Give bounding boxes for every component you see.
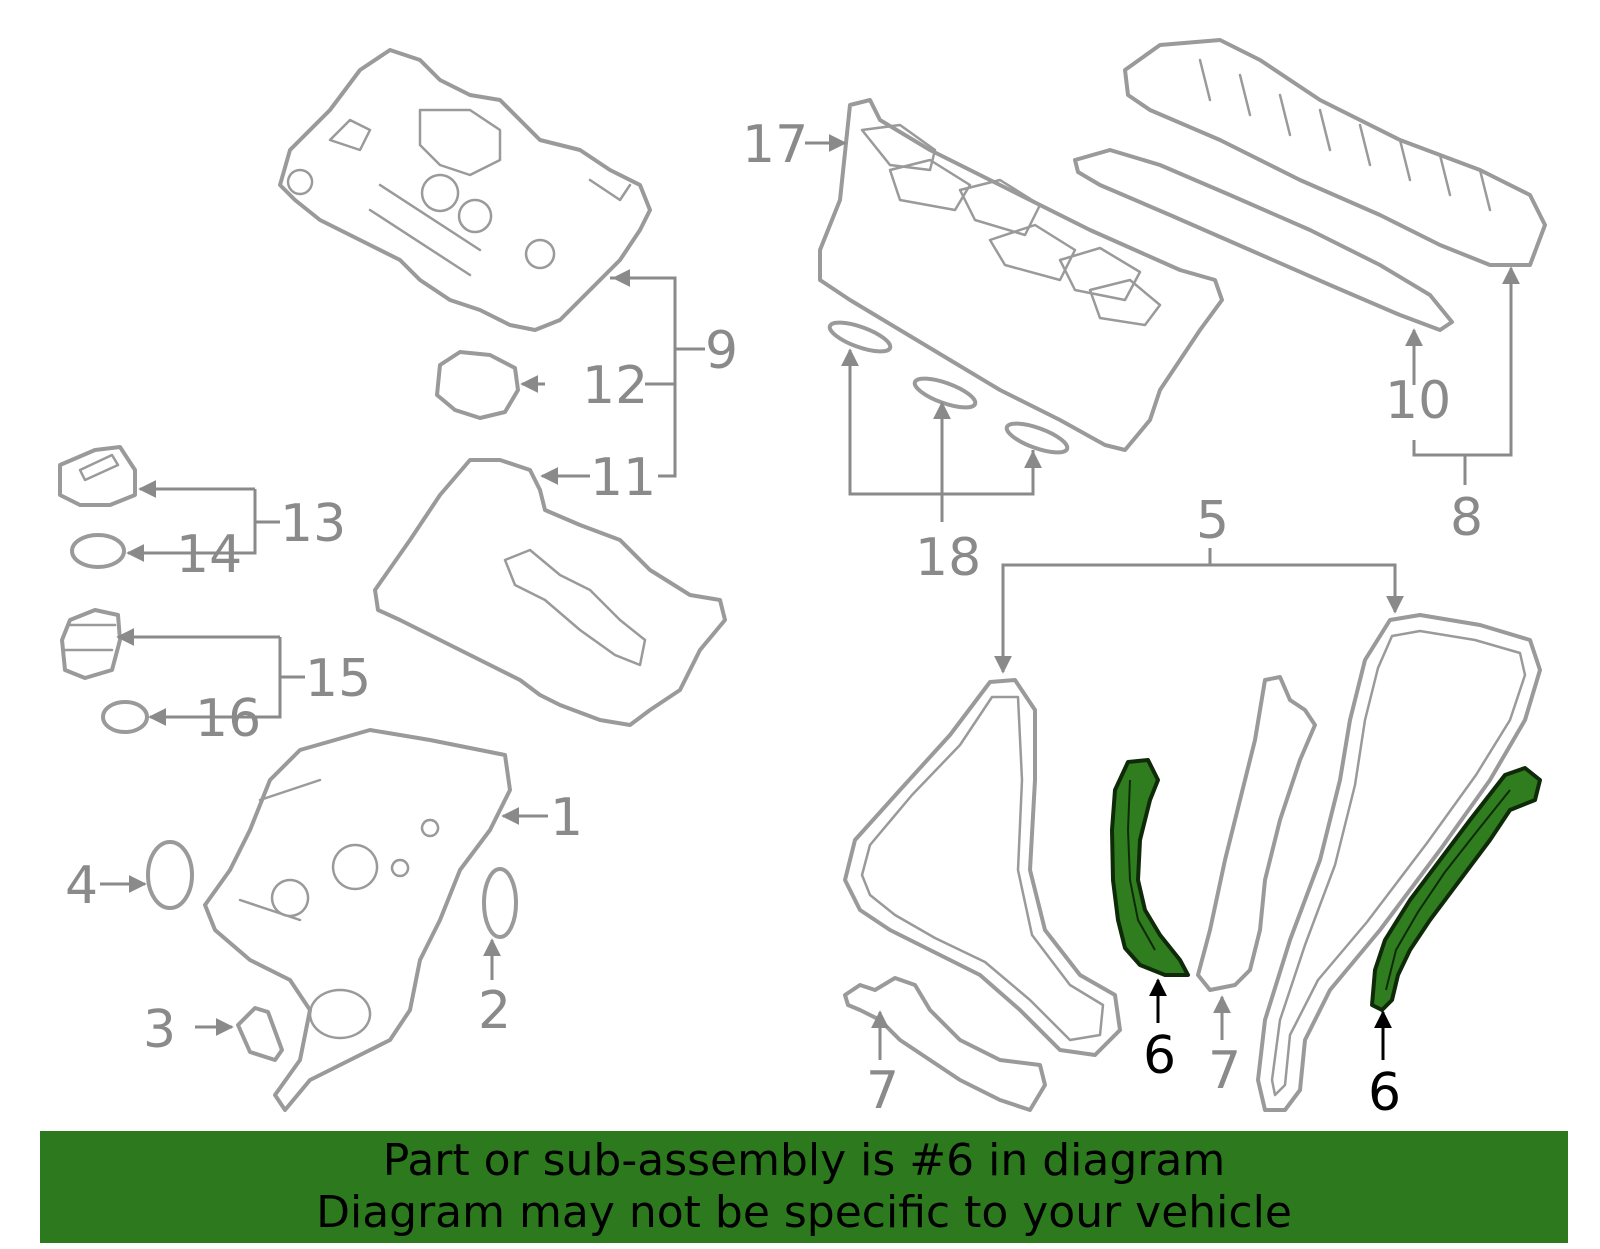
cover-8-part xyxy=(1123,38,1547,267)
timing-chain-5-left-part xyxy=(843,678,1122,1057)
callout-16: 16 xyxy=(195,689,261,749)
gasket-12-part xyxy=(435,350,520,420)
leader-lines xyxy=(100,134,1520,1060)
banner-line-part-number: Part or sub-assembly is #6 in diagram xyxy=(382,1135,1226,1186)
callout-1: 1 xyxy=(550,788,583,848)
callout-9: 9 xyxy=(705,321,738,381)
o-ring-2-part xyxy=(482,867,518,939)
callout-8: 8 xyxy=(1450,488,1483,548)
callout-6-left: 6 xyxy=(1143,1026,1176,1086)
seal-4-part xyxy=(146,840,194,910)
intake-manifold-17-part xyxy=(818,98,1224,452)
callout-12: 12 xyxy=(582,356,648,416)
callout-17: 17 xyxy=(742,115,808,175)
callout-11: 11 xyxy=(590,448,656,508)
callout-14: 14 xyxy=(176,525,242,585)
timing-cover-1-part xyxy=(203,728,512,1112)
gaskets-18-part xyxy=(827,320,1070,455)
part-3 xyxy=(236,1006,284,1062)
callout-3: 3 xyxy=(143,1000,176,1060)
callout-5: 5 xyxy=(1196,491,1229,551)
callout-6-right: 6 xyxy=(1368,1063,1401,1123)
callout-18: 18 xyxy=(915,528,981,588)
chain-guide-6-right-part xyxy=(1370,766,1542,1012)
info-banner: Part or sub-assembly is #6 in diagram Di… xyxy=(40,1131,1568,1243)
chain-guide-7-center-part xyxy=(1196,675,1317,992)
o-ring-16-part xyxy=(101,700,149,734)
banner-line-disclaimer: Diagram may not be specific to your vehi… xyxy=(316,1187,1292,1238)
timing-chain-5-right-part xyxy=(1256,613,1542,1112)
cylinder-head-cover-part xyxy=(278,48,652,332)
breather-15-part xyxy=(60,608,122,680)
callout-13: 13 xyxy=(280,494,346,554)
seal-14-part xyxy=(70,533,126,569)
callout-15: 15 xyxy=(305,649,371,709)
oil-filler-cap-13-part xyxy=(58,445,137,507)
callout-2: 2 xyxy=(478,981,511,1041)
callout-7-center: 7 xyxy=(1208,1041,1241,1101)
cover-gasket-11-part xyxy=(373,458,727,727)
callout-4: 4 xyxy=(65,856,98,916)
callout-7-lower: 7 xyxy=(866,1061,899,1121)
callout-10: 10 xyxy=(1385,371,1451,431)
chain-guide-6-left-part xyxy=(1110,758,1190,977)
cover-gasket-10-part xyxy=(1073,148,1454,332)
